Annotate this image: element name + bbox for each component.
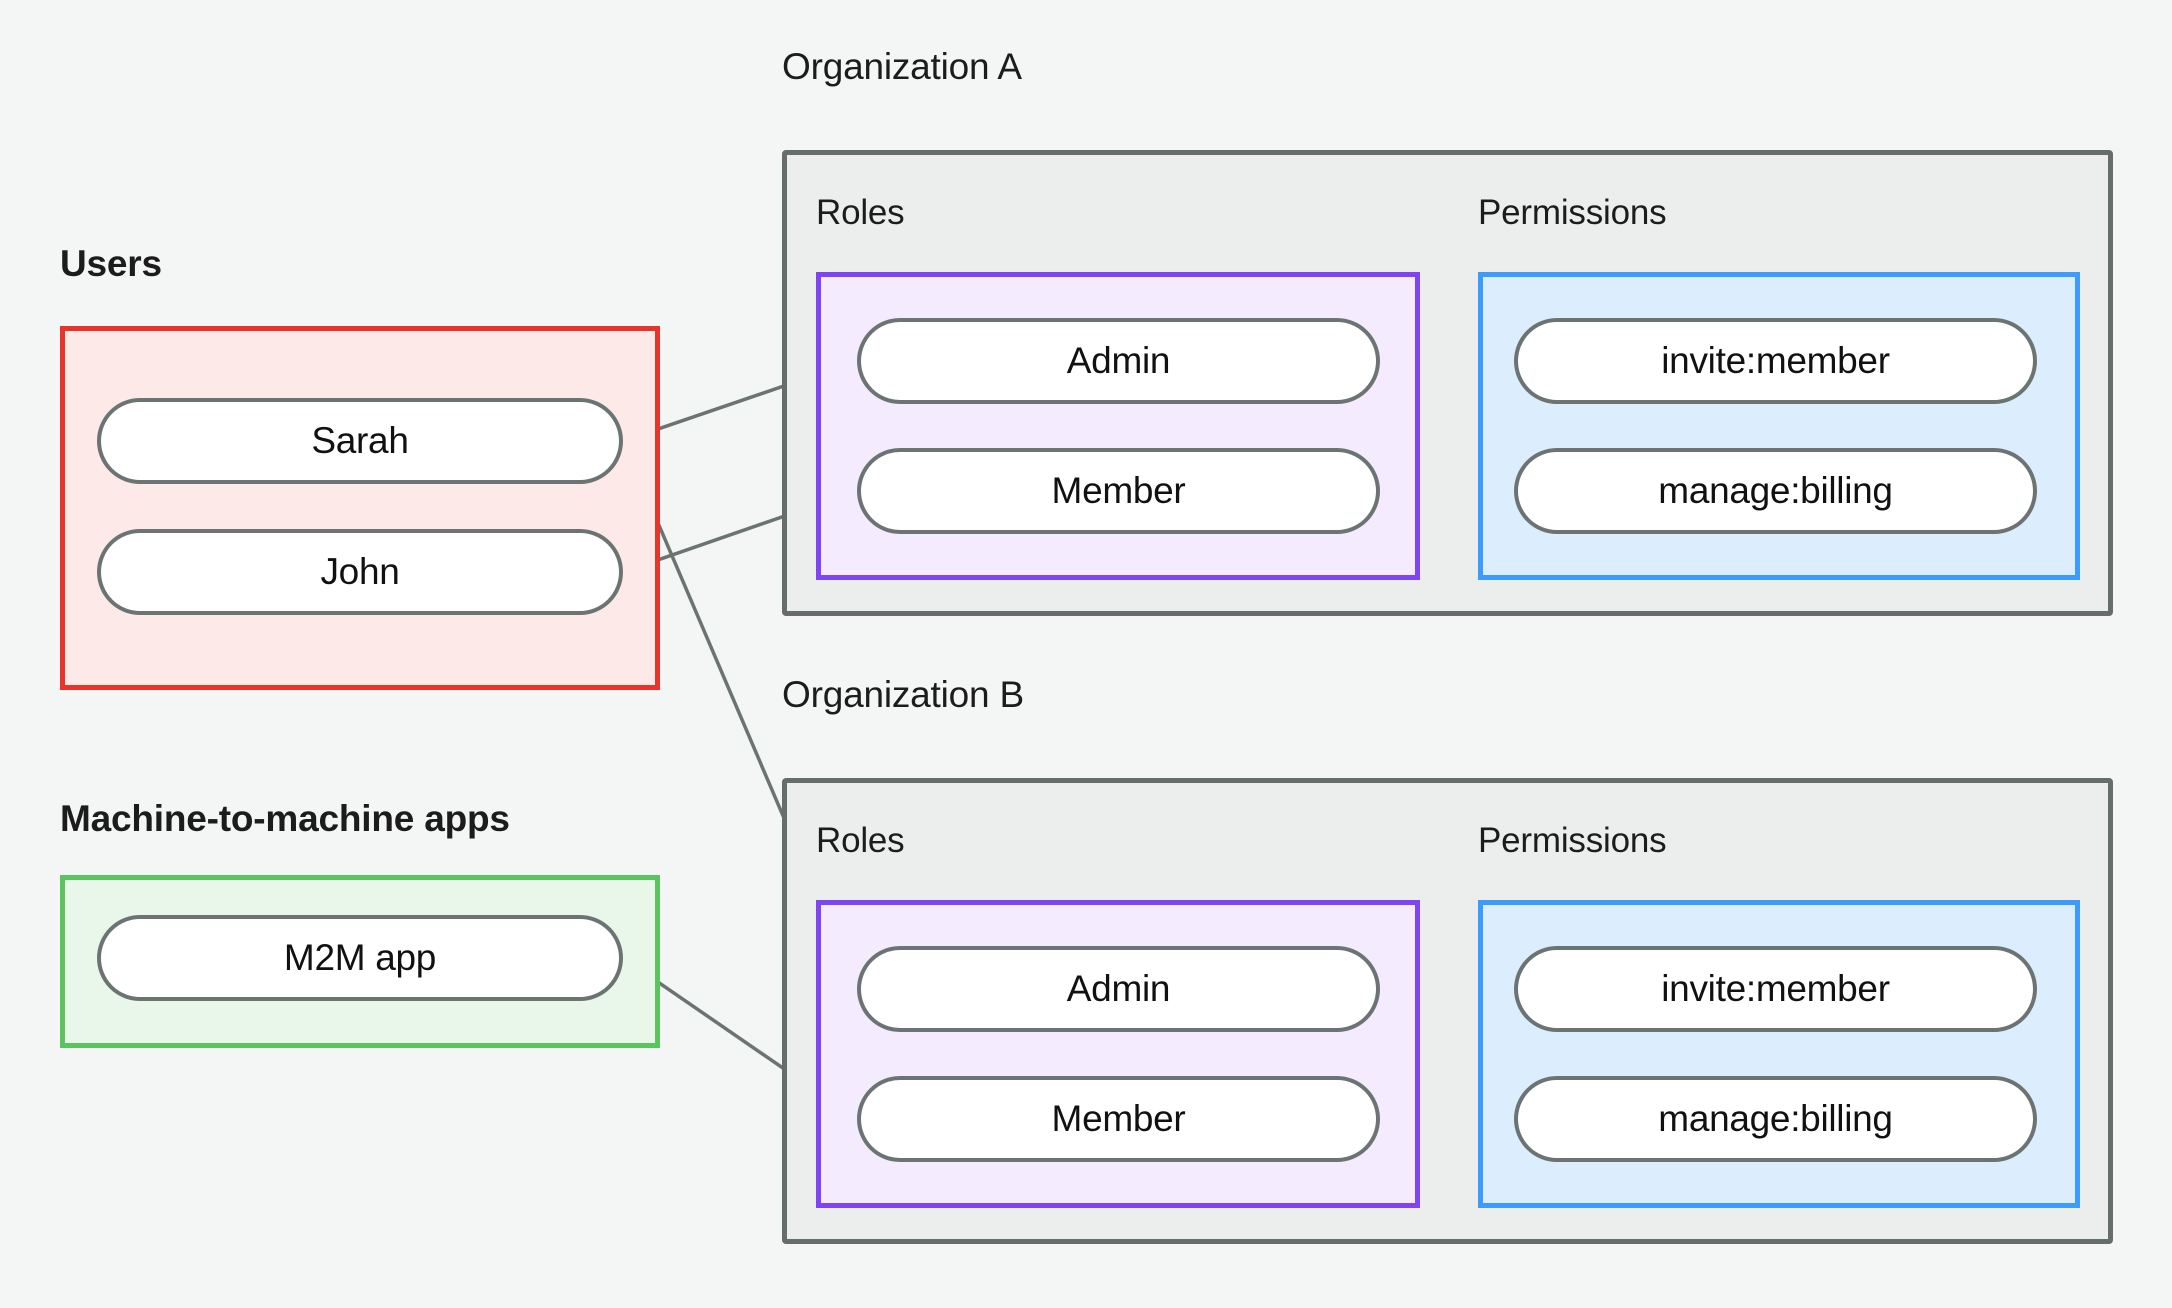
org-b-permission-manage-billing[interactable]: manage:billing bbox=[1514, 1076, 2037, 1162]
user-node-john[interactable]: John bbox=[97, 529, 623, 615]
org-b-permissions-label: Permissions bbox=[1478, 821, 1667, 860]
org-a-permission-manage-billing[interactable]: manage:billing bbox=[1514, 448, 2037, 534]
org-a-role-admin[interactable]: Admin bbox=[857, 318, 1380, 404]
org-b-role-member[interactable]: Member bbox=[857, 1076, 1380, 1162]
m2m-group-label: Machine-to-machine apps bbox=[60, 798, 510, 839]
org-b-label: Organization B bbox=[782, 674, 1024, 715]
users-group-label: Users bbox=[60, 243, 162, 284]
org-a-role-member[interactable]: Member bbox=[857, 448, 1380, 534]
users-group-box bbox=[60, 326, 660, 690]
m2m-node-app[interactable]: M2M app bbox=[97, 915, 623, 1001]
org-a-permission-invite-member[interactable]: invite:member bbox=[1514, 318, 2037, 404]
org-b-permission-invite-member[interactable]: invite:member bbox=[1514, 946, 2037, 1032]
org-b-role-admin[interactable]: Admin bbox=[857, 946, 1380, 1032]
org-b-roles-label: Roles bbox=[816, 821, 905, 860]
org-a-label: Organization A bbox=[782, 46, 1022, 87]
org-a-roles-label: Roles bbox=[816, 193, 905, 232]
user-node-sarah[interactable]: Sarah bbox=[97, 398, 623, 484]
org-a-permissions-label: Permissions bbox=[1478, 193, 1667, 232]
